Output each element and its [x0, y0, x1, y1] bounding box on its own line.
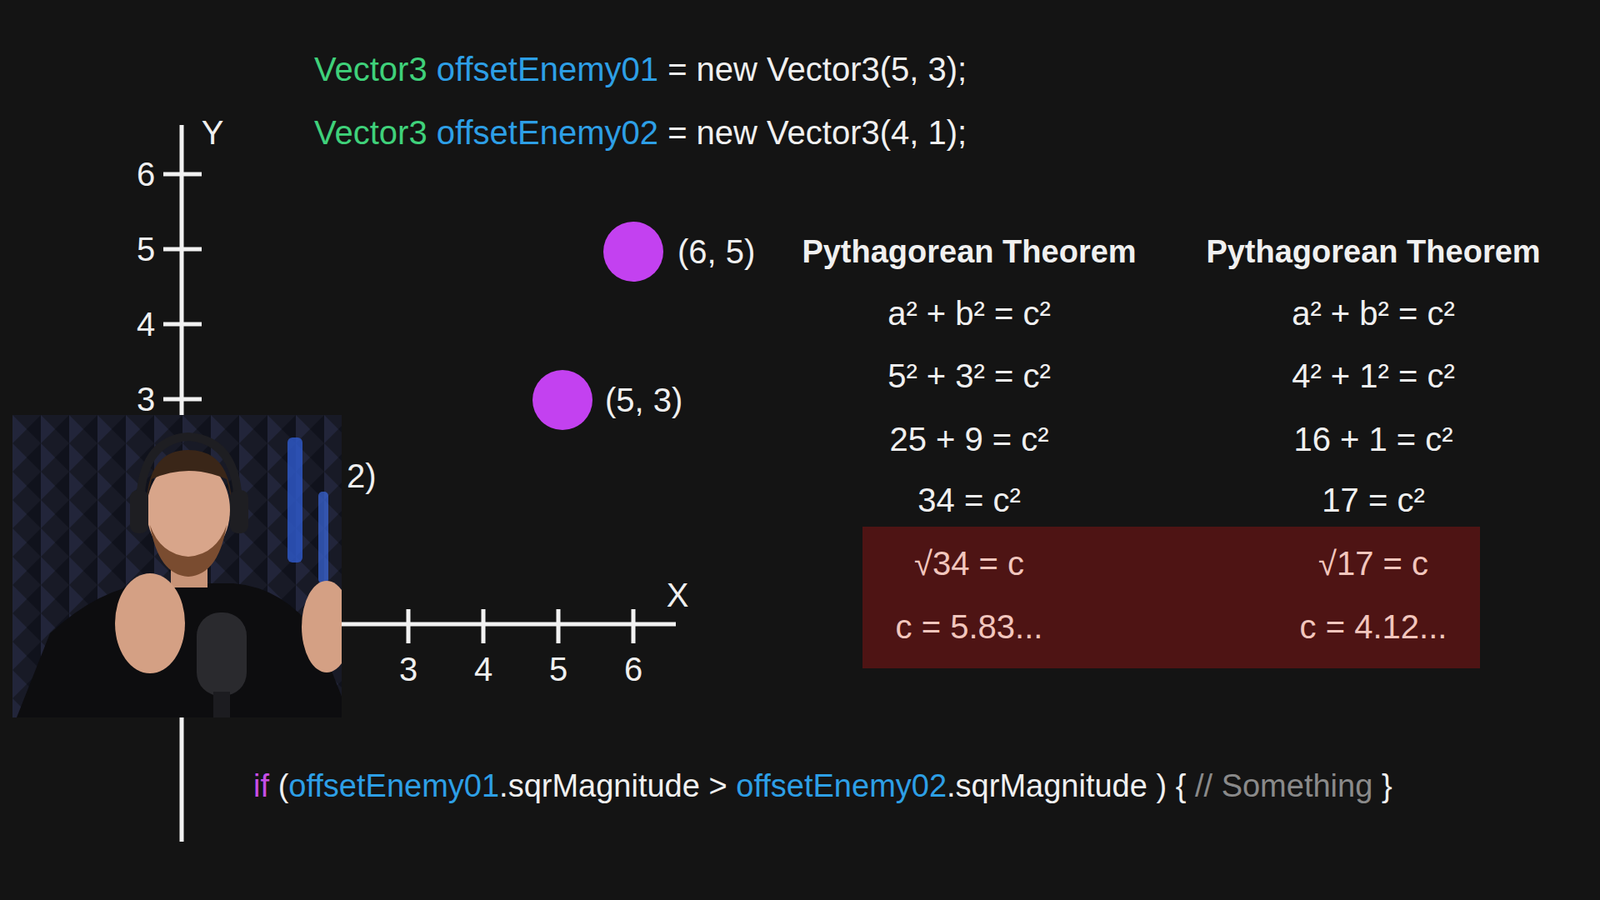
math-label: 4 [474, 650, 493, 688]
code-token: } [1381, 770, 1393, 802]
math-label: Y [201, 114, 225, 151]
label-anchor: 34 = c² [917, 483, 1020, 517]
axis-tick [163, 322, 202, 327]
label-anchor: Pythagorean Theorem [801, 235, 1136, 268]
code-token: Vector3 [314, 52, 428, 86]
hand [301, 580, 342, 673]
label-anchor: 5 [549, 652, 568, 686]
label-anchor: 25 + 9 = c² [889, 422, 1049, 456]
math-label: a² + b² = c² [887, 295, 1051, 332]
code-token: // Something [1195, 770, 1373, 802]
label-anchor: 3 [399, 652, 418, 686]
hair [146, 450, 232, 500]
label-anchor: 3 [136, 382, 155, 416]
highlight-band: √34 = c c = 5.83... √17 = c c = 4.12... [862, 526, 1480, 669]
math-label: 6 [136, 155, 155, 193]
label-anchor: 17 = c² [1321, 483, 1425, 517]
math-label: 17 = c² [1321, 481, 1425, 519]
math-label: 4² + 1² = c² [1291, 357, 1455, 395]
axis-tick [481, 609, 486, 644]
code-token: ( [278, 770, 290, 802]
column-heading: Pythagorean Theorem [801, 234, 1136, 270]
column-heading: Pythagorean Theorem [1205, 234, 1540, 270]
math-label: 5² + 3² = c² [887, 357, 1051, 395]
math-label: 4 [136, 305, 155, 343]
math-label: X [666, 576, 690, 614]
label-anchor: 5 [136, 232, 155, 266]
math-label: (5, 3) [605, 381, 683, 419]
code-token: if [253, 770, 270, 802]
beard [150, 525, 227, 577]
code-token: = new Vector3(5, 3); [667, 52, 967, 86]
label-anchor: 5² + 3² = c² [887, 359, 1051, 393]
headphones [140, 436, 239, 509]
axis-tick [163, 397, 202, 402]
math-label: 25 + 9 = c² [889, 420, 1049, 458]
axis-tick [163, 247, 202, 252]
code-line: Vector3offsetEnemy02= new Vector3(4, 1); [314, 115, 967, 150]
label-anchor: Pythagorean Theorem [1205, 235, 1540, 268]
math-label: a² + b² = c² [1291, 295, 1455, 332]
code-token: .sqrMagnitude ) { [946, 770, 1186, 802]
label-anchor: 4 [474, 652, 493, 686]
math-label: 6 [624, 650, 643, 688]
code-line: Vector3offsetEnemy01= new Vector3(5, 3); [314, 52, 967, 86]
code-token: Vector3 [314, 115, 428, 150]
light [318, 491, 329, 584]
label-anchor: 4 [136, 307, 155, 341]
math-label: (6, 5) [677, 233, 755, 270]
label-anchor: 6 [624, 652, 643, 686]
code-token: offsetEnemy01 [288, 770, 500, 802]
label-anchor: 6 [136, 157, 155, 191]
hand [115, 573, 185, 674]
code-token: offsetEnemy02 [436, 115, 659, 150]
math-label: 5 [136, 230, 155, 268]
result-text: √34 = c [914, 546, 1025, 580]
label-anchor: a² + b² = c² [1291, 296, 1455, 330]
microphone [213, 691, 230, 718]
math-label: 3 [136, 380, 155, 418]
code-token: = new Vector3(4, 1); [667, 115, 967, 150]
code-line: if(offsetEnemy01.sqrMagnitude >offsetEne… [253, 770, 1393, 802]
result-text: √17 = c [1318, 546, 1429, 580]
enemy-point [603, 221, 664, 282]
math-label: 16 + 1 = c² [1293, 420, 1453, 458]
axis-tick [631, 609, 636, 644]
presenter [16, 436, 342, 718]
axis-tick [163, 172, 202, 177]
math-label: 5 [549, 650, 568, 688]
label-anchor: 4² + 1² = c² [1291, 359, 1455, 393]
code-token: offsetEnemy02 [735, 770, 947, 802]
headphones [130, 490, 149, 534]
code-token: .sqrMagnitude > [499, 770, 728, 802]
axis-tick [556, 609, 561, 644]
math-label: 3 [399, 650, 418, 688]
result-text: c = 4.12... [1300, 610, 1448, 644]
label-anchor: X [666, 578, 690, 612]
label-anchor: 2) [346, 459, 377, 493]
result-text: c = 5.83... [895, 610, 1044, 644]
label-anchor: a² + b² = c² [887, 296, 1051, 330]
math-label: 34 = c² [917, 481, 1020, 519]
label-anchor: Y [201, 115, 225, 150]
label-anchor: 16 + 1 = c² [1293, 422, 1453, 456]
axis-tick [406, 609, 411, 644]
headphones [230, 490, 249, 534]
code-token: offsetEnemy01 [436, 52, 659, 86]
math-label: 2) [346, 457, 377, 495]
light [287, 437, 303, 563]
microphone [196, 612, 247, 696]
label-anchor: (5, 3) [605, 383, 683, 417]
label-anchor: (6, 5) [677, 235, 755, 269]
enemy-point [532, 370, 593, 430]
